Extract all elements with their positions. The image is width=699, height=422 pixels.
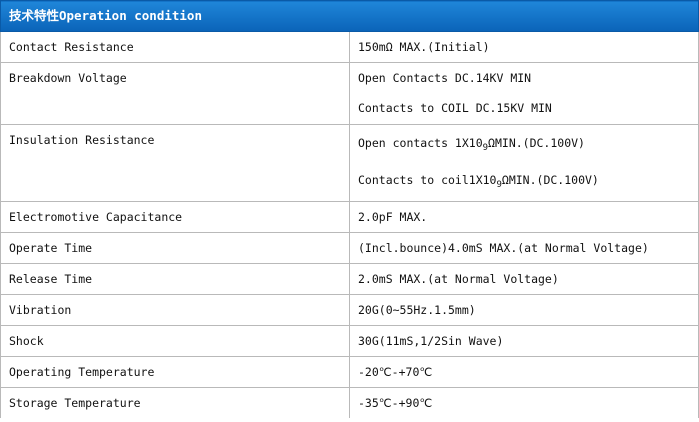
- row-value: 2.0pF MAX.: [349, 201, 699, 233]
- row-value: Open contacts 1X109ΩMIN.(DC.100V): [358, 136, 585, 153]
- row-label: Electromotive Capacitance: [0, 201, 350, 233]
- table-row: Storage Temperature -35℃-+90℃: [0, 387, 699, 418]
- table-row: Operate Time (Incl.bounce)4.0mS MAX.(at …: [0, 232, 699, 264]
- table-row: Release Time 2.0mS MAX.(at Normal Voltag…: [0, 263, 699, 295]
- row-label: Contact Resistance: [0, 31, 350, 63]
- row-value: Contacts to COIL DC.15KV MIN: [358, 101, 552, 115]
- row-label: Operating Temperature: [0, 356, 350, 388]
- row-value: -20℃-+70℃: [349, 356, 699, 388]
- row-label: Breakdown Voltage: [9, 71, 127, 85]
- row-value: 20G(0~55Hz.1.5mm): [349, 294, 699, 326]
- table-row: Operating Temperature -20℃-+70℃: [0, 356, 699, 388]
- row-label: Release Time: [0, 263, 350, 295]
- table-row: Insulation Resistance Open contacts 1X10…: [0, 124, 699, 202]
- table-row: Breakdown Voltage Open Contacts DC.14KV …: [0, 62, 699, 125]
- row-label: Vibration: [0, 294, 350, 326]
- row-value: 2.0mS MAX.(at Normal Voltage): [349, 263, 699, 295]
- row-value: (Incl.bounce)4.0mS MAX.(at Normal Voltag…: [349, 232, 699, 264]
- row-label: Shock: [0, 325, 350, 357]
- table-row: Electromotive Capacitance 2.0pF MAX.: [0, 201, 699, 233]
- row-value: Contacts to coil1X109ΩMIN.(DC.100V): [358, 173, 599, 190]
- table-row: Vibration 20G(0~55Hz.1.5mm): [0, 294, 699, 326]
- row-label: Storage Temperature: [0, 387, 350, 418]
- table-row: Contact Resistance 150mΩ MAX.(Initial): [0, 31, 699, 63]
- row-label: Insulation Resistance: [9, 133, 155, 147]
- table-header-row: 技术特性Operation condition: [0, 0, 699, 32]
- table-row: Shock 30G(11mS,1/2Sin Wave): [0, 325, 699, 357]
- table-header-title: 技术特性Operation condition: [0, 0, 699, 32]
- row-label: Operate Time: [0, 232, 350, 264]
- row-value: -35℃-+90℃: [349, 387, 699, 418]
- row-value: 30G(11mS,1/2Sin Wave): [349, 325, 699, 357]
- row-value: Open Contacts DC.14KV MIN: [358, 71, 532, 85]
- row-value: 150mΩ MAX.(Initial): [349, 31, 699, 63]
